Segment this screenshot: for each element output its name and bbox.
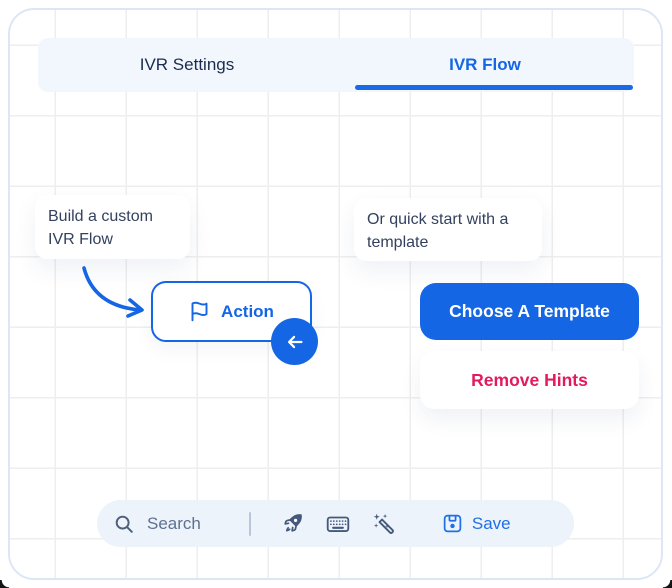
hint-build-custom-text: Build a custom IVR Flow — [48, 208, 153, 248]
hint-build-custom: Build a custom IVR Flow — [35, 195, 190, 259]
save-icon — [443, 514, 462, 533]
curved-arrow-icon — [82, 266, 144, 318]
arrow-left-icon — [287, 335, 303, 348]
hint-quick-start-text: Or quick start with a template — [367, 211, 509, 251]
screenshot-corner-artifact — [0, 580, 9, 588]
magic-wand-icon[interactable] — [371, 511, 396, 536]
remove-hints-button[interactable]: Remove Hints — [471, 369, 588, 390]
back-circle-button[interactable] — [271, 318, 318, 365]
action-node-label: Action — [221, 301, 274, 321]
save-button-label: Save — [471, 513, 511, 533]
tab-ivr-settings-label: IVR Settings — [139, 55, 235, 74]
tab-ivr-settings[interactable]: IVR Settings — [38, 38, 336, 92]
remove-hints-card: Remove Hints — [420, 351, 639, 409]
save-button[interactable]: Save — [442, 513, 511, 534]
active-tab-underline — [355, 85, 633, 90]
action-node-button[interactable]: Action — [151, 281, 312, 342]
toolbar-divider — [248, 511, 251, 536]
rocket-icon[interactable] — [281, 512, 304, 535]
screenshot-corner-artifact — [663, 580, 672, 588]
search-input[interactable]: Search — [113, 513, 201, 535]
choose-template-button[interactable]: Choose A Template — [420, 283, 639, 340]
tab-bar: IVR Settings IVR Flow — [38, 38, 634, 92]
tab-ivr-flow-label: IVR Flow — [449, 55, 521, 74]
search-icon — [115, 515, 133, 533]
keyboard-icon[interactable] — [325, 511, 351, 537]
tab-ivr-flow[interactable]: IVR Flow — [336, 38, 634, 92]
ivr-flow-canvas: IVR Settings IVR Flow Build a custom IVR… — [8, 8, 663, 580]
canvas-toolbar: Search — [97, 500, 574, 547]
hint-quick-start: Or quick start with a template — [354, 198, 542, 261]
search-placeholder: Search — [147, 513, 201, 533]
flag-icon — [191, 301, 208, 322]
